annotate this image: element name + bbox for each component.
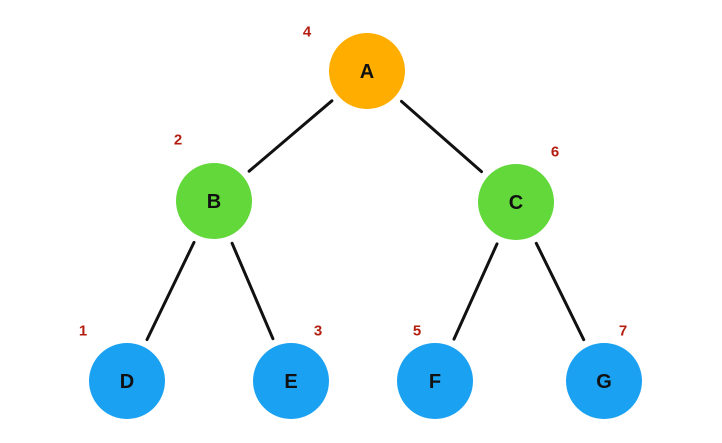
node-b: B	[176, 163, 252, 239]
node-g: G	[566, 343, 642, 419]
node-e-circle	[253, 343, 329, 419]
node-c-label: C	[509, 192, 523, 214]
node-e-label: E	[284, 371, 297, 393]
node-g-label: G	[596, 371, 612, 393]
edge-c-g	[534, 241, 586, 342]
node-b-circle	[176, 163, 252, 239]
edge-b-d	[145, 240, 196, 342]
edge-c-f	[452, 242, 499, 341]
order-label-c: 6	[551, 144, 559, 161]
order-label-a: 4	[303, 24, 312, 41]
node-e: E	[253, 343, 329, 419]
nodes-layer: A B C D E F G	[89, 33, 642, 419]
order-label-g: 7	[619, 323, 627, 340]
node-b-label: B	[207, 191, 221, 213]
node-f-circle	[397, 343, 473, 419]
order-label-b: 2	[174, 132, 182, 149]
node-d: D	[89, 343, 165, 419]
node-d-circle	[89, 343, 165, 419]
node-a: A	[329, 33, 405, 109]
node-c: C	[478, 164, 554, 240]
edge-a-c	[400, 99, 483, 174]
node-d-label: D	[120, 371, 134, 393]
order-label-e: 3	[314, 323, 322, 340]
node-f: F	[397, 343, 473, 419]
order-label-d: 1	[79, 323, 87, 340]
edges-layer	[145, 99, 586, 342]
edge-b-e	[230, 241, 275, 341]
node-a-label: A	[360, 61, 374, 83]
node-a-circle	[329, 33, 405, 109]
edge-a-b	[247, 99, 334, 173]
order-labels-layer: 4 2 6 1 3 5 7	[79, 24, 627, 340]
order-label-f: 5	[413, 323, 421, 340]
node-f-label: F	[429, 371, 441, 393]
node-c-circle	[478, 164, 554, 240]
node-g-circle	[566, 343, 642, 419]
